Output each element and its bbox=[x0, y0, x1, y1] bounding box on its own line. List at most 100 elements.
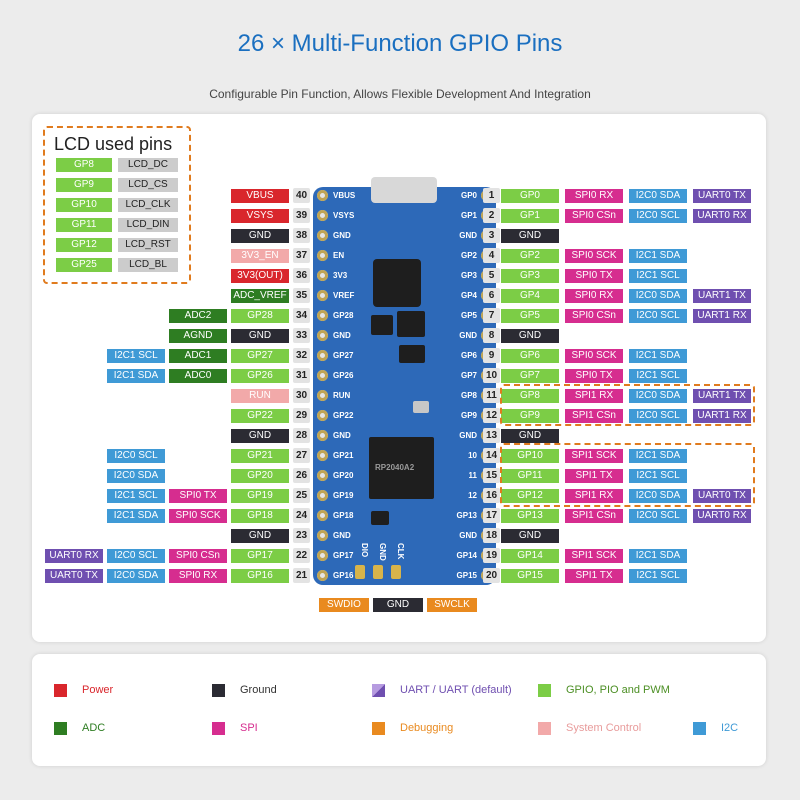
pin-hole bbox=[317, 370, 328, 381]
pin-function-i2c: I2C1 SCL bbox=[629, 269, 687, 283]
power-chip bbox=[397, 311, 425, 337]
pin-silk-label: GP22 bbox=[333, 411, 354, 420]
pin-hole bbox=[317, 190, 328, 201]
pin-number: 3 bbox=[483, 228, 500, 243]
pin-function-i2c: I2C1 SDA bbox=[629, 449, 687, 463]
pin-function-spi: SPI0 SCK bbox=[169, 509, 227, 523]
pin-number: 13 bbox=[483, 428, 500, 443]
pin-function-spi: SPI1 RX bbox=[565, 489, 623, 503]
legend-swatch-spi bbox=[212, 722, 225, 735]
pin-function-sysctl: 3V3_EN bbox=[231, 249, 289, 263]
pin-hole bbox=[317, 570, 328, 581]
pin-function-gpio: GP2 bbox=[501, 249, 559, 263]
debug-pad-silk: CLK bbox=[396, 543, 405, 560]
page-title: 26 × Multi-Function GPIO Pins bbox=[237, 30, 563, 57]
pin-function-spi: SPI0 RX bbox=[565, 289, 623, 303]
debug-pin-debug: SWCLK bbox=[427, 598, 477, 612]
pin-number: 35 bbox=[293, 288, 310, 303]
pin-number: 28 bbox=[293, 428, 310, 443]
legend-label-adc: ADC bbox=[82, 722, 106, 734]
legend-swatch-uart bbox=[372, 684, 385, 697]
pin-function-i2c: I2C0 SDA bbox=[629, 489, 687, 503]
pin-function-i2c: I2C0 SDA bbox=[629, 289, 687, 303]
legend-swatch-gpio bbox=[538, 684, 551, 697]
pin-function-gpio: GP3 bbox=[501, 269, 559, 283]
legend-swatch-i2c bbox=[693, 722, 706, 735]
pin-function-i2c: I2C0 SCL bbox=[629, 509, 687, 523]
pin-hole bbox=[317, 390, 328, 401]
pin-function-spi: SPI1 SCK bbox=[565, 449, 623, 463]
pin-function-gpio: GP15 bbox=[501, 569, 559, 583]
pin-number: 16 bbox=[483, 488, 500, 503]
pin-function-gpio: GP9 bbox=[501, 409, 559, 423]
pin-function-i2c: I2C1 SDA bbox=[107, 369, 165, 383]
lcd-gp-label: GP10 bbox=[56, 198, 112, 212]
pin-function-adc: ADC2 bbox=[169, 309, 227, 323]
page-subtitle: Configurable Pin Function, Allows Flexib… bbox=[209, 87, 591, 101]
pin-number: 12 bbox=[483, 408, 500, 423]
pin-function-gpio: GP7 bbox=[501, 369, 559, 383]
pin-silk-label: VSYS bbox=[333, 211, 355, 220]
pin-silk-label: 11 bbox=[468, 471, 477, 480]
pin-function-power: VBUS bbox=[231, 189, 289, 203]
pin-number: 23 bbox=[293, 528, 310, 543]
pin-hole bbox=[317, 350, 328, 361]
pin-silk-label: GP28 bbox=[333, 311, 354, 320]
pin-function-i2c: I2C0 SCL bbox=[107, 449, 165, 463]
pin-hole bbox=[317, 270, 328, 281]
pin-hole bbox=[317, 490, 328, 501]
pin-function-ground: GND bbox=[231, 429, 289, 443]
pin-function-gpio: GP4 bbox=[501, 289, 559, 303]
pin-function-spi: SPI0 RX bbox=[169, 569, 227, 583]
pin-function-gpio: GP22 bbox=[231, 409, 289, 423]
pin-function-i2c: I2C0 SDA bbox=[629, 189, 687, 203]
pin-function-i2c: I2C1 SDA bbox=[629, 249, 687, 263]
highlight-spi1-lower bbox=[500, 443, 755, 507]
pin-number: 2 bbox=[483, 208, 500, 223]
debug-pad bbox=[355, 565, 365, 579]
pin-function-i2c: I2C1 SDA bbox=[107, 509, 165, 523]
lcd-pins-title: LCD used pins bbox=[54, 134, 173, 154]
pin-silk-label: GP14 bbox=[456, 551, 477, 560]
pin-number: 31 bbox=[293, 368, 310, 383]
pin-function-ground: GND bbox=[501, 229, 559, 243]
pin-function-spi: SPI1 TX bbox=[565, 469, 623, 483]
debug-pin-debug: SWDIO bbox=[319, 598, 369, 612]
pin-number: 25 bbox=[293, 488, 310, 503]
pin-hole bbox=[317, 310, 328, 321]
pin-function-uart: UART0 TX bbox=[693, 189, 751, 203]
pin-function-spi: SPI0 TX bbox=[565, 269, 623, 283]
pin-silk-label: GND bbox=[333, 531, 351, 540]
pin-number: 22 bbox=[293, 548, 310, 563]
pin-silk-label: GND bbox=[459, 431, 477, 440]
pin-silk-label: GP17 bbox=[333, 551, 354, 560]
pin-function-ground: GND bbox=[231, 229, 289, 243]
pin-silk-label: GP0 bbox=[460, 191, 477, 200]
lcd-function-label: LCD_BL bbox=[118, 258, 178, 272]
pin-silk-label: GP1 bbox=[460, 211, 477, 220]
pin-function-spi: SPI1 CSn bbox=[565, 409, 623, 423]
pin-function-spi: SPI0 TX bbox=[565, 369, 623, 383]
lcd-function-label: LCD_DC bbox=[118, 158, 178, 172]
pin-number: 15 bbox=[483, 468, 500, 483]
pin-function-i2c: I2C1 SCL bbox=[629, 569, 687, 583]
pin-function-uart: UART1 RX bbox=[693, 409, 751, 423]
pin-function-ground: GND bbox=[501, 329, 559, 343]
pin-number: 11 bbox=[483, 388, 500, 403]
pin-function-gpio: GP11 bbox=[501, 469, 559, 483]
pin-function-ground: GND bbox=[231, 529, 289, 543]
pin-hole bbox=[317, 410, 328, 421]
pin-silk-label: GND bbox=[459, 231, 477, 240]
pin-silk-label: VREF bbox=[333, 291, 355, 300]
legend-swatch-sysctl bbox=[538, 722, 551, 735]
regulator-chip bbox=[371, 315, 393, 335]
pin-function-ground: GND bbox=[501, 529, 559, 543]
pin-number: 18 bbox=[483, 528, 500, 543]
pin-silk-label: GP27 bbox=[333, 351, 354, 360]
pin-function-power: 3V3(OUT) bbox=[231, 269, 289, 283]
pin-function-i2c: I2C1 SCL bbox=[629, 469, 687, 483]
pin-silk-label: GP21 bbox=[333, 451, 354, 460]
legend-label-ground: Ground bbox=[240, 684, 277, 696]
pin-silk-label: GP18 bbox=[333, 511, 354, 520]
pin-function-gpio: GP10 bbox=[501, 449, 559, 463]
